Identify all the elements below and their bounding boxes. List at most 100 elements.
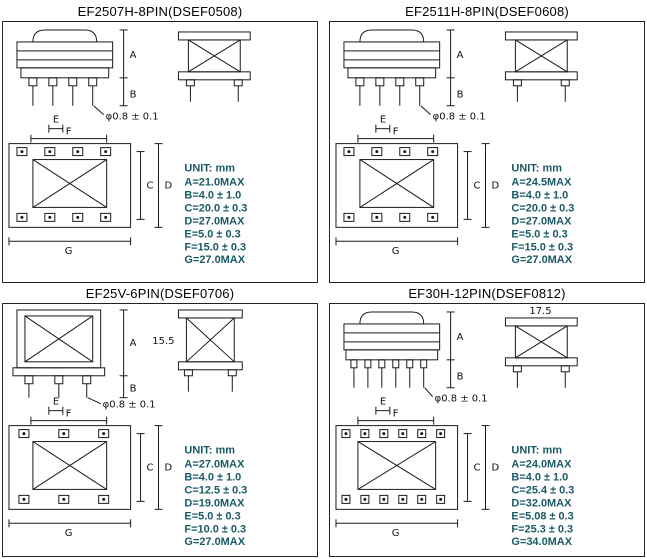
- dim-c: [463, 151, 472, 220]
- unit-label: UNIT: mm: [184, 445, 235, 457]
- panel-ef2511h: EF2511H-8PIN(DSEF0608) A: [329, 3, 645, 283]
- dim-label-e: E: [380, 397, 386, 408]
- spec-line: A=24.0MAX: [511, 458, 572, 470]
- panel-title: EF25V-6PIN(DSEF0706): [85, 286, 235, 301]
- dim-c: [136, 433, 145, 502]
- spec-line: D=19.0MAX: [184, 497, 245, 509]
- dim-label-f: F: [393, 127, 399, 138]
- spec-line: F=25.3 ± 0.3: [511, 523, 573, 535]
- dim-a: [119, 309, 128, 377]
- spec-line: C=12.5 ± 0.3: [184, 484, 247, 496]
- drawing-box: A B φ0.8 ± 0.1 15.5: [2, 303, 318, 557]
- spec-line: B=4.0 ± 1.0: [184, 189, 241, 201]
- panel-title: EF2507H-8PIN(DSEF0508): [77, 4, 243, 19]
- pin-diameter-leader: [87, 397, 101, 405]
- dim-label-d: D: [164, 180, 172, 191]
- transformer-drawing: A B φ0.8 ± 0.1 17.5: [335, 306, 578, 548]
- dim-a: [446, 311, 455, 361]
- dim-f: [30, 134, 108, 143]
- pin-diameter-leader: [424, 387, 434, 398]
- pin-diameter-label: φ0.8 ± 0.1: [106, 112, 159, 123]
- dim-e: [48, 124, 64, 133]
- spec-line: E=5.0 ± 0.3: [184, 228, 240, 240]
- bottom-view: [335, 425, 459, 510]
- top-width-dim-label: 17.5: [529, 306, 551, 317]
- pin-diameter-label: φ0.8 ± 0.1: [435, 394, 488, 405]
- panel-title: EF2511H-8PIN(DSEF0608): [405, 4, 569, 19]
- spec-line: G=34.0MAX: [511, 536, 572, 548]
- spec-line: A=24.5MAX: [511, 176, 572, 188]
- dim-label-a: A: [130, 338, 137, 349]
- dim-label-g: G: [392, 246, 400, 257]
- dim-g: [8, 237, 132, 246]
- spec-line: C=25.4 ± 0.3: [511, 484, 574, 496]
- dim-label-e: E: [53, 397, 59, 408]
- dim-e: [375, 124, 391, 133]
- dim-d: [154, 143, 163, 228]
- dim-label-a: A: [130, 50, 137, 61]
- dim-label-d: D: [164, 462, 172, 473]
- dim-label-a: A: [457, 332, 464, 343]
- dim-label-g: G: [392, 528, 400, 539]
- spec-line: A=27.0MAX: [184, 458, 245, 470]
- dim-label-e: E: [53, 115, 59, 126]
- dim-label-f: F: [66, 409, 72, 420]
- spec-line: E=5.0 ± 0.3: [511, 228, 567, 240]
- spec-line: B=4.0 ± 1.0: [511, 471, 568, 483]
- dim-e: [48, 406, 64, 415]
- panel-ef30h: EF30H-12PIN(DSEF0812) A: [329, 285, 645, 557]
- spec-line: F=15.0 ± 0.3: [511, 241, 573, 253]
- dim-a: [119, 29, 128, 79]
- spec-line: D=32.0MAX: [511, 497, 572, 509]
- dim-d: [154, 425, 163, 510]
- panel-ef2507h: EF2507H-8PIN(DSEF0508) A: [2, 3, 318, 283]
- dim-a: [446, 29, 455, 79]
- height-dim-label: 15.5: [152, 336, 174, 347]
- drawing-box: A B φ0.8 ± 0.1 E: [2, 21, 318, 283]
- side-view: [177, 31, 251, 102]
- dim-f: [357, 134, 435, 143]
- dim-d: [481, 143, 490, 228]
- spec-line: E=5.0 ± 0.3: [184, 510, 240, 522]
- dim-label-c: C: [147, 180, 154, 191]
- dim-label-g: G: [65, 246, 73, 257]
- spec-line: G=27.0MAX: [184, 254, 245, 266]
- spec-line: B=4.0 ± 1.0: [184, 471, 241, 483]
- unit-label: UNIT: mm: [511, 163, 562, 175]
- spec-line: G=27.0MAX: [511, 254, 572, 266]
- dim-b: [119, 77, 128, 107]
- unit-label: UNIT: mm: [511, 445, 562, 457]
- dim-label-f: F: [66, 127, 72, 138]
- dim-label-c: C: [474, 180, 481, 191]
- dim-label-e: E: [380, 115, 386, 126]
- spec-line: C=20.0 ± 0.3: [511, 202, 574, 214]
- dim-label-d: D: [491, 180, 499, 191]
- spec-line: B=4.0 ± 1.0: [511, 189, 568, 201]
- spec-line: A=21.0MAX: [184, 176, 245, 188]
- transformer-drawing: A B φ0.8 ± 0.1 E: [8, 29, 251, 266]
- dim-label-d: D: [491, 462, 499, 473]
- dim-d: [481, 425, 490, 510]
- spec-line: E=5.08 ± 0.3: [511, 510, 573, 522]
- panel-ef25v: EF25V-6PIN(DSEF0706) A B: [2, 285, 318, 557]
- side-view: [504, 31, 578, 102]
- dim-b: [119, 375, 128, 399]
- spec-line: F=10.0 ± 0.3: [184, 523, 246, 535]
- dim-b: [446, 359, 455, 389]
- dim-label-a: A: [457, 50, 464, 61]
- spec-line: G=27.0MAX: [184, 536, 245, 548]
- dim-label-b: B: [130, 90, 137, 101]
- dim-f: [357, 416, 435, 425]
- dim-f: [30, 416, 108, 425]
- bottom-view: [8, 143, 132, 228]
- pin-diameter-label: φ0.8 ± 0.1: [433, 112, 486, 123]
- drawing-box: A B φ0.8 ± 0.1 17.5: [329, 303, 645, 557]
- dim-g: [335, 237, 459, 246]
- transformer-drawing: A B φ0.8 ± 0.1 15.5: [8, 309, 247, 548]
- spec-line: F=15.0 ± 0.3: [184, 241, 246, 253]
- bottom-view: [8, 425, 132, 510]
- dim-g: [335, 519, 459, 528]
- dim-label-f: F: [393, 409, 399, 420]
- dim-c: [463, 433, 472, 502]
